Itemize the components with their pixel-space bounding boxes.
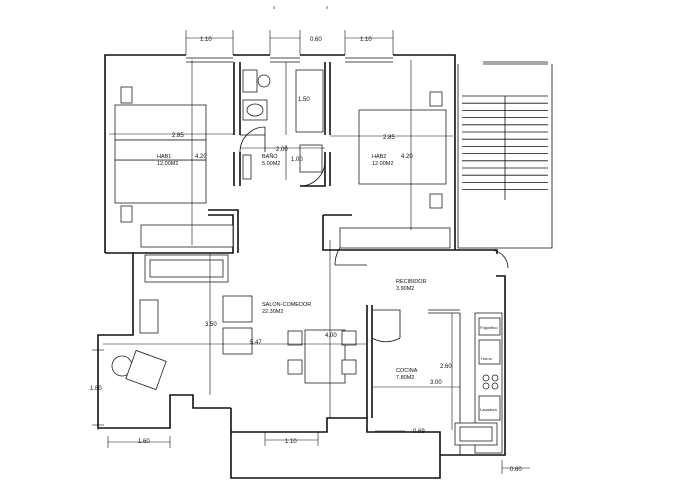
dim-salon-depth: 3.50	[205, 322, 217, 328]
furniture	[111, 69, 503, 454]
room-labels: HAB1 12.00M2 BAÑO 5.00M2 HAB2 12.00M2 RE…	[157, 153, 427, 381]
dim-top-window-1: 1.10	[200, 37, 212, 43]
dim-cocina-width: 3.00	[430, 380, 442, 386]
room-cocina-name: COCINA	[396, 368, 418, 374]
appliance-oven: Horno	[481, 356, 493, 361]
dim-bano-width: 2.00	[276, 147, 288, 153]
dim-balcony-width: 1.60	[138, 439, 150, 445]
dim-top-window-3: 1.10	[360, 37, 372, 43]
dim-bano-h2: 1.00	[291, 157, 303, 163]
dimension-lines	[92, 30, 530, 474]
dim-hab1-depth: 4.20	[195, 154, 207, 160]
room-hab2-name: HAB2	[372, 154, 386, 160]
dim-bottom-right: 0.60	[510, 467, 522, 473]
room-hab2-area: 12.00M2	[372, 161, 393, 167]
windows-top	[186, 57, 393, 63]
room-salon-name: SALON-COMEDOR	[262, 302, 311, 308]
dim-hab2-depth: 4.20	[401, 154, 413, 160]
dimension-labels: 1.10 0.60 1.10 2.85 4.20 2.00 1.50 1.00 …	[90, 37, 522, 473]
stair-treads	[462, 95, 548, 200]
room-cocina-area: 7.80M2	[396, 375, 414, 381]
appliance-sink: Lavadora	[480, 407, 497, 412]
appliance-labels: Frigorifico Horno Lavadora	[480, 325, 498, 412]
room-recibidor-name: RECIBIDOR	[396, 279, 427, 285]
dim-cocina-depth: 2.60	[440, 364, 452, 370]
room-recibidor-area: 3.90M2	[396, 286, 414, 292]
room-bano-name: BAÑO	[262, 153, 278, 160]
room-salon-area: 22.30M2	[262, 309, 283, 315]
dim-balcony-height: 1.80	[90, 386, 102, 392]
dim-dining-width: 4.00	[325, 333, 337, 339]
dim-bottom-small: 0.69	[413, 429, 425, 435]
outer-walls	[97, 54, 553, 479]
appliance-fridge: Frigorifico	[480, 325, 498, 330]
dim-hab1-width: 2.85	[172, 133, 184, 139]
top-marks	[273, 6, 328, 9]
room-bano-area: 5.00M2	[262, 161, 280, 167]
room-hab1-name: HAB1	[157, 154, 171, 160]
dim-salon-width: 5.47	[250, 340, 262, 346]
dim-bano-h1: 1.50	[298, 97, 310, 103]
room-hab1-area: 12.00M2	[157, 161, 178, 167]
dim-top-window-2: 0.60	[310, 37, 322, 43]
dim-hab2-width: 2.85	[383, 135, 395, 141]
dim-bottom-window: 1.10	[285, 439, 297, 445]
